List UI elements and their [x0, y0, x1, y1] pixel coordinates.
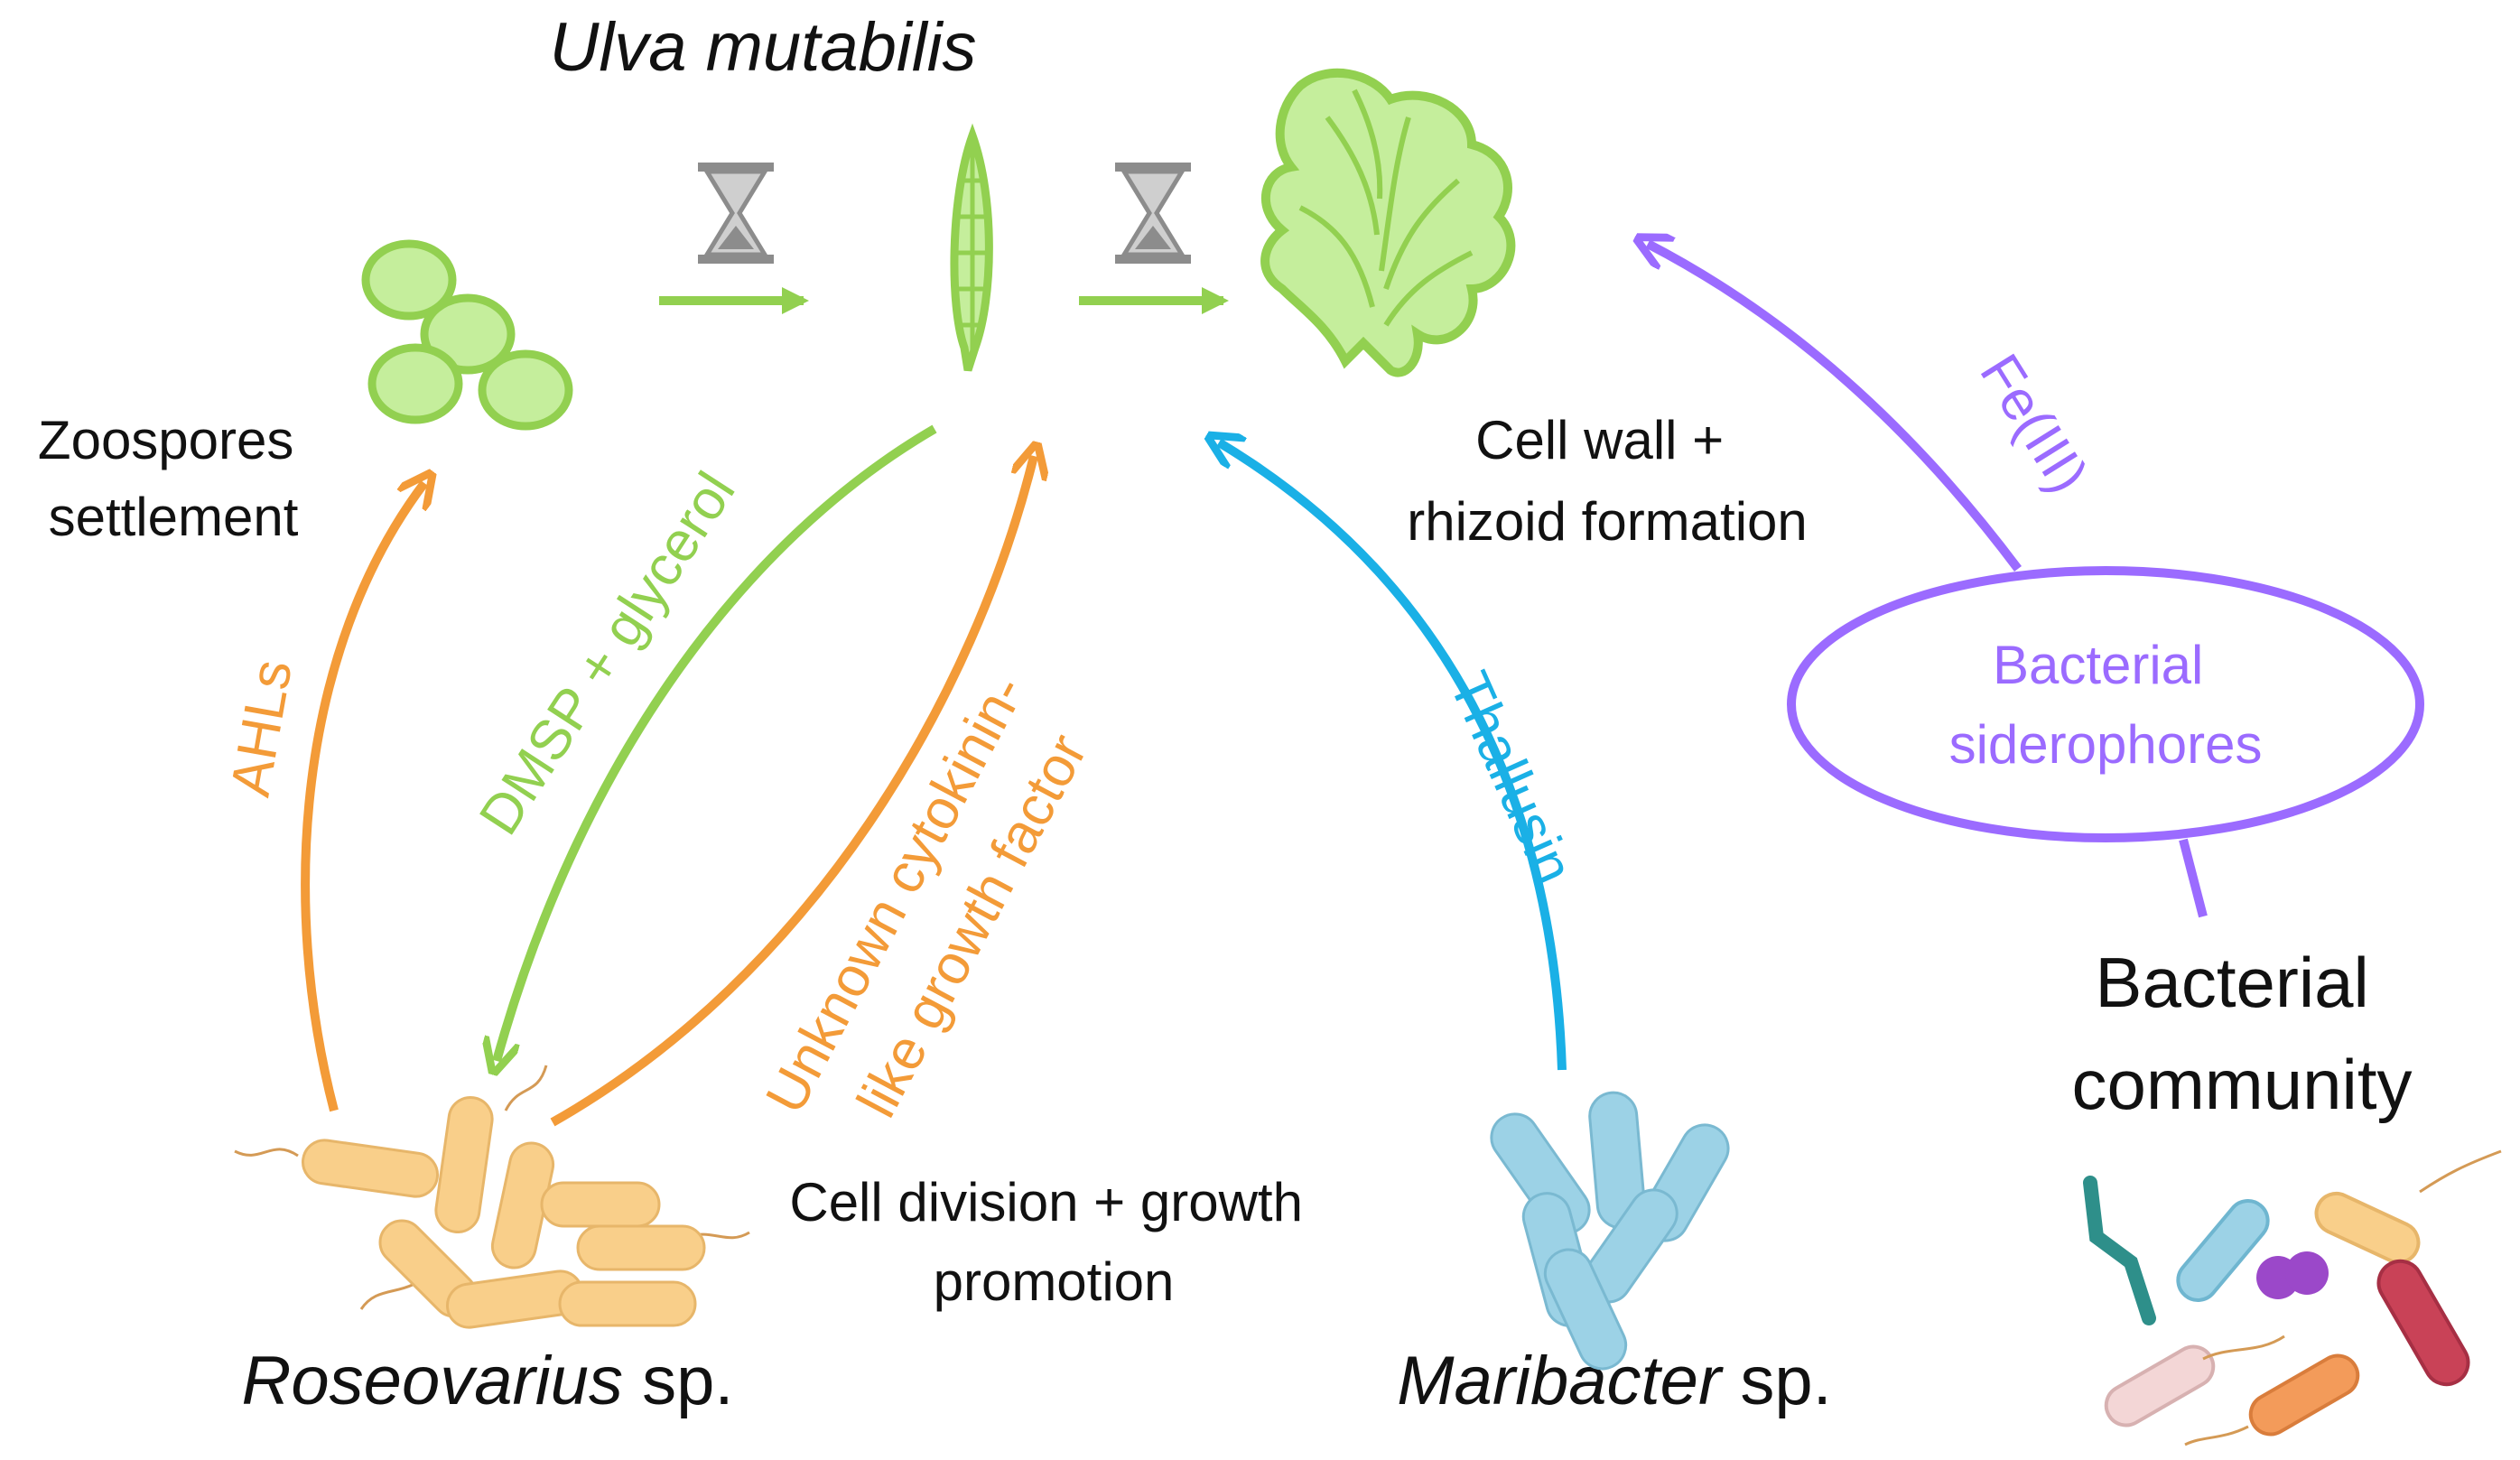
- maribacter-bacteria-cluster: [1490, 1091, 1730, 1371]
- zoospores-illustration: [361, 239, 573, 431]
- thallusin-label: Thallusin: [1437, 663, 1585, 893]
- ahls-arrow: [301, 483, 424, 1112]
- bacterial-community-label: Bacterial community: [2071, 943, 2412, 1124]
- thallusin-arrow: [1219, 442, 1567, 1071]
- germling-illustration: [950, 123, 993, 372]
- title-ulva-mutabilis: Ulva mutabilis: [549, 9, 976, 86]
- cytokinin-arrow: [550, 456, 1034, 1127]
- siderophores-label: Bacterial siderophores: [1949, 635, 2263, 775]
- zoospores-settlement-label: Zoospores settlement: [38, 410, 309, 547]
- bacterial-community-illustration: [2083, 1149, 2502, 1446]
- zoospore: [478, 349, 573, 431]
- fe-iii-arrow: [1648, 244, 2022, 572]
- ahls-label: AHLs: [219, 656, 304, 801]
- cell-wall-rhizoid-label: Cell wall + rhizoid formation: [1407, 410, 1808, 552]
- zoospore: [367, 343, 463, 424]
- siderophores-ellipse: [1787, 566, 2424, 842]
- dmsp-glycerol-arrow: [497, 424, 937, 1061]
- maribacter-label: Maribacter sp.: [1397, 1343, 1832, 1419]
- hourglass-icon: [1115, 163, 1191, 264]
- thallus-illustration: [1260, 68, 1516, 377]
- roseovarius-bacteria-cluster: [234, 1065, 750, 1329]
- cell-division-label: Cell division + growth promotion: [789, 1172, 1317, 1312]
- zoospore: [361, 239, 457, 321]
- zoospore: [420, 293, 516, 375]
- hourglass-icon: [698, 163, 774, 264]
- roseovarius-label: Roseovarius sp.: [242, 1343, 734, 1419]
- siderophores-connector: [2179, 838, 2208, 918]
- fe-iii-label: Fe(III): [1967, 344, 2099, 504]
